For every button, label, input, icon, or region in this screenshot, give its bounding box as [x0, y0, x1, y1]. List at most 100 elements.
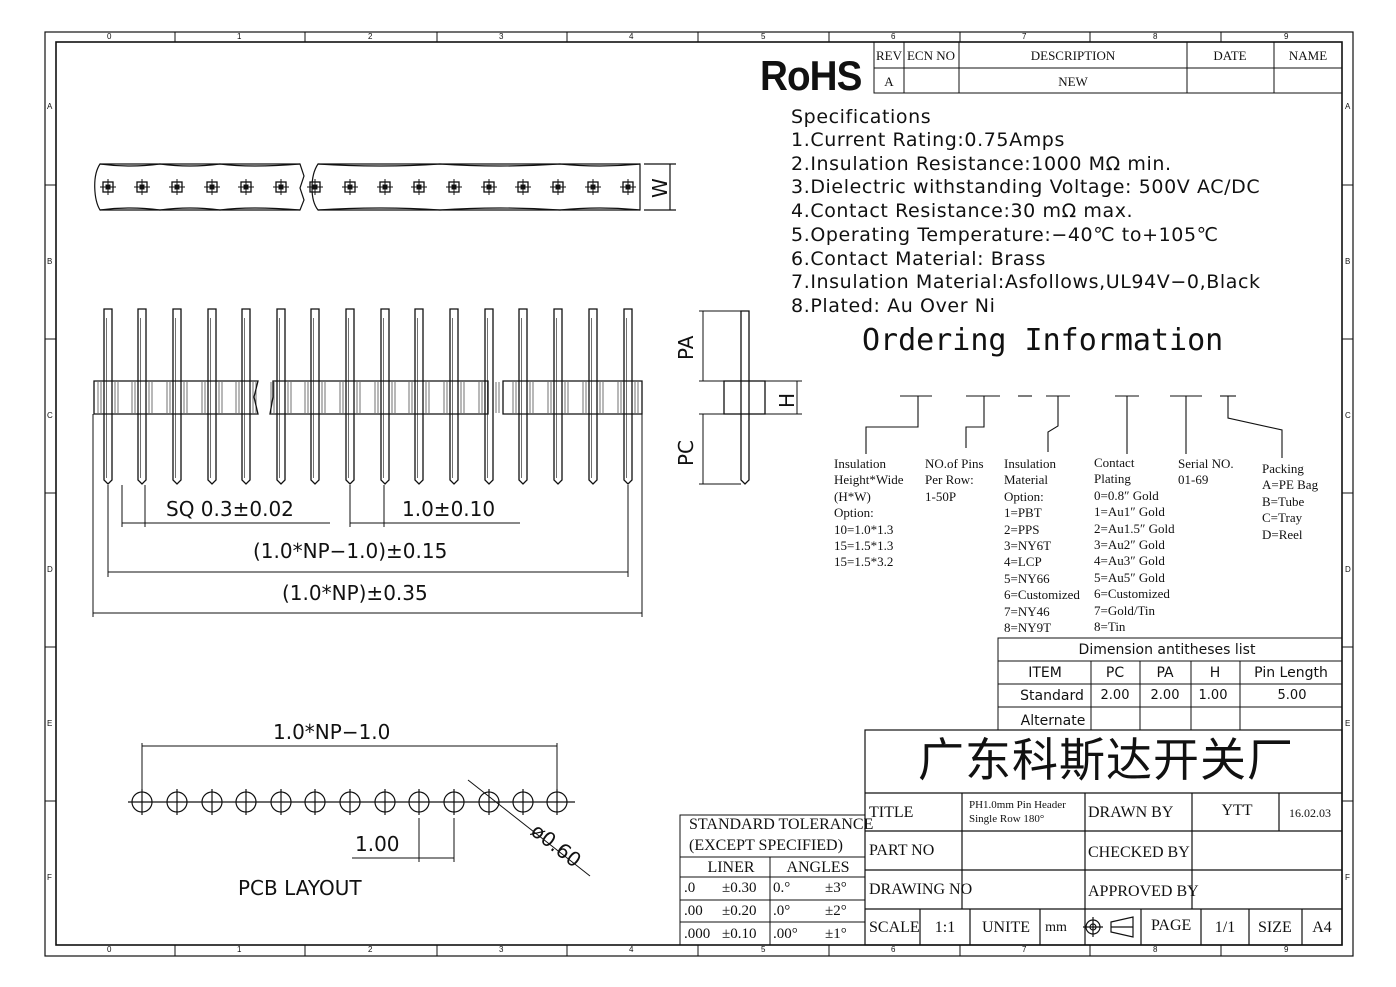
pin-plan-mark [515, 179, 531, 195]
unite-value: mm [1045, 920, 1067, 935]
ordering-option-line: 10=1.0*1.3 [834, 521, 894, 537]
border-row-label: C [1345, 411, 1351, 420]
border-row-label: E [1345, 719, 1351, 728]
pin-front [553, 308, 563, 485]
border-col-label: 2 [368, 32, 373, 41]
pa-label: PA [674, 335, 698, 360]
border-col-label: 5 [761, 945, 766, 954]
ordering-option-line: 5=Au5″ Gold [1094, 569, 1165, 585]
border-col-label: 1 [237, 945, 242, 954]
pin-plan-mark [238, 179, 254, 195]
border-col-label: 1 [237, 32, 242, 41]
ordering-option-line: Material [1004, 472, 1049, 488]
border-row-label: D [47, 565, 53, 574]
pin-plan-mark [169, 179, 185, 195]
pin-plan-mark [411, 179, 427, 195]
w-label: W [648, 178, 672, 198]
checked-by-label: CHECKED BY [1088, 844, 1190, 861]
tolerance-title-1: STANDARD TOLERANCE [689, 816, 874, 833]
ordering-option-line: 2=Au1.5″ Gold [1094, 520, 1175, 536]
spec-item: 1.Current Rating:0.75Amps [791, 129, 1065, 151]
dim-standard-pa: 2.00 [1150, 688, 1180, 703]
dim-standard-pin-length: 5.00 [1277, 688, 1307, 703]
description-value: NEW [1058, 74, 1088, 89]
pin-front [172, 308, 182, 485]
tolerance-cell: ±0.30 [722, 880, 757, 896]
pin-front [137, 308, 147, 485]
pc-label: PC [674, 439, 698, 466]
spec-item: 2.Insulation Resistance:1000 MΩ min. [791, 152, 1172, 175]
ordering-option-line: C=Tray [1262, 510, 1303, 526]
description-header: DESCRIPTION [1030, 48, 1116, 63]
pin-front [623, 308, 633, 485]
pin-front [588, 308, 598, 485]
h-label: H [775, 392, 799, 408]
dimension-table-title: Dimension antitheses list [1078, 642, 1256, 658]
border-col-label: 3 [499, 32, 504, 41]
ordering-option-line: Per Row: [925, 472, 974, 488]
border-col-label: 8 [1153, 945, 1158, 954]
title-label: TITLE [869, 804, 914, 821]
dim-header-item: ITEM [1028, 665, 1062, 681]
pin-front [484, 308, 494, 485]
ordering-option-line: 2=PPS [1004, 521, 1040, 537]
border-col-label: 9 [1284, 945, 1289, 954]
pin-plan-mark [620, 179, 636, 195]
pin-front [276, 308, 286, 485]
tolerance-liner: LINER [707, 859, 755, 876]
rev-header: REV [876, 48, 902, 63]
ordering-title: Ordering Information [862, 323, 1224, 358]
border-col-label: 7 [1022, 945, 1027, 954]
ordering-option-line: A=PE Bag [1262, 477, 1319, 493]
border-col-label: 0 [107, 945, 112, 954]
ordering-option-line: D=Reel [1262, 526, 1303, 542]
pitch-dimension: 1.0±0.10 [402, 497, 496, 521]
border-col-label: 6 [891, 32, 896, 41]
ordering-option-line: Insulation [1004, 456, 1056, 471]
ordering-option-line: 6=Customized [1094, 586, 1170, 602]
border-row-label: F [1345, 873, 1350, 882]
np-minus-dimension: (1.0*NP−1.0)±0.15 [253, 539, 448, 563]
border-col-label: 6 [891, 945, 896, 954]
border-col-label: 7 [1022, 32, 1027, 41]
pin-plan-mark [100, 179, 116, 195]
ordering-option-line: Plating [1094, 471, 1131, 487]
ordering-option-line: 6=Customized [1004, 587, 1080, 603]
pin-front [207, 308, 217, 485]
border-row-label: D [1345, 565, 1351, 574]
ordering-option-line: 3=NY6T [1004, 538, 1052, 553]
pin-front [241, 308, 251, 485]
page-value: 1/1 [1214, 919, 1236, 936]
ordering-option-line: (H*W) [834, 488, 871, 504]
date-header: DATE [1213, 48, 1247, 63]
ordering-option-line: 1=PBT [1004, 505, 1042, 521]
ordering-option-line: 0=0.8″ Gold [1094, 487, 1159, 503]
spec-item: 3.Dielectric withstanding Voltage: 500V … [791, 176, 1261, 199]
border-row-label: F [47, 873, 52, 882]
tolerance-cell: .000 [684, 926, 711, 942]
company-name: 广东科斯达开关厂 [918, 733, 1294, 787]
spec-item: 7.Insulation Material:Asfollows,UL94V−0,… [791, 271, 1261, 294]
border-row-label: C [47, 411, 53, 420]
rohs-mark: RoHS [760, 52, 862, 99]
tolerance-cell: ±1° [825, 926, 847, 942]
ordering-option-line: 4=LCP [1004, 554, 1042, 570]
ordering-option-line: 8=NY9T [1004, 620, 1052, 635]
border-col-label: 0 [107, 32, 112, 41]
tolerance-cell: ±2° [825, 903, 847, 919]
rev-value: A [884, 74, 894, 89]
ordering-option-line: 5=NY66 [1004, 570, 1050, 586]
ordering-option-line: Packing [1262, 461, 1304, 476]
spec-item: 5.Operating Temperature:−40℃ to+105℃ [791, 223, 1219, 246]
drawn-by-label: DRAWN BY [1088, 804, 1174, 821]
tolerance-cell: ±0.20 [722, 903, 757, 919]
border-col-label: 3 [499, 945, 504, 954]
tolerance-cell: ±0.10 [722, 926, 757, 942]
pin-plan-mark [273, 179, 289, 195]
border-row-label: B [47, 257, 53, 266]
name-header: NAME [1288, 48, 1328, 63]
tolerance-cell: 0.° [773, 880, 791, 896]
border-col-label: 4 [629, 32, 634, 41]
dim-header-pa: PA [1156, 665, 1174, 681]
tolerance-cell: .0 [684, 880, 696, 896]
